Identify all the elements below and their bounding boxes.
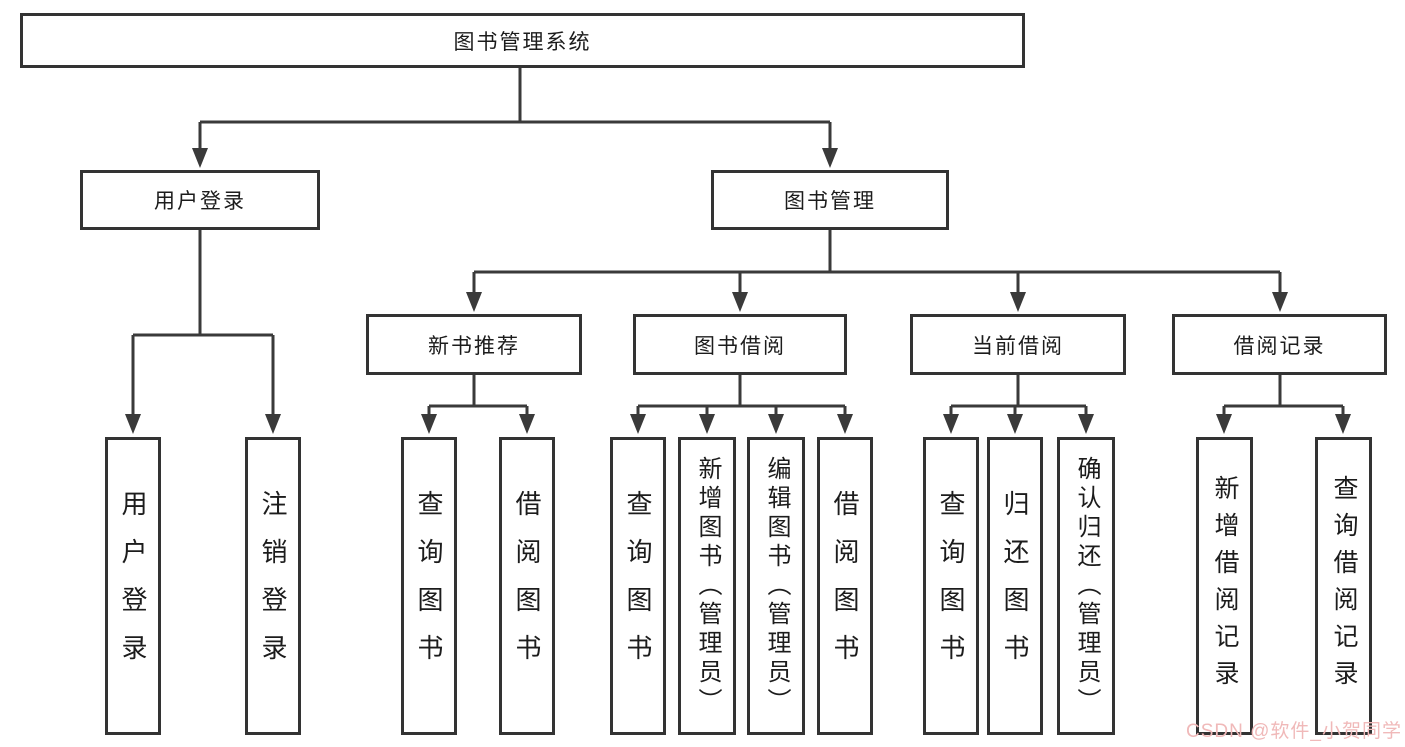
leaf-query-books-recommend: 查询图书 xyxy=(401,437,457,735)
leaf-borrow-books: 借阅图书 xyxy=(817,437,873,735)
arrowhead-icon xyxy=(943,414,959,434)
arrowhead-icon xyxy=(466,292,482,312)
leaf-borrow-books-recommend: 借阅图书 xyxy=(499,437,555,735)
leaf-add-books-admin: 新增图书（管理员） xyxy=(678,437,736,735)
arrowhead-icon xyxy=(768,414,784,434)
leaf-logout: 注销登录 xyxy=(245,437,301,735)
node-book-management: 图书管理 xyxy=(711,170,949,230)
leaf-query-borrow-record: 查询借阅记录 xyxy=(1315,437,1372,735)
leaf-query-books-current: 查询图书 xyxy=(923,437,979,735)
leaf-edit-books-admin: 编辑图书（管理员） xyxy=(747,437,805,735)
arrowhead-icon xyxy=(192,148,208,168)
arrowhead-icon xyxy=(732,292,748,312)
csdn-watermark: CSDN @软件_小贺同学 xyxy=(1186,721,1402,742)
arrowhead-icon xyxy=(1007,414,1023,434)
arrowhead-icon xyxy=(519,414,535,434)
arrowhead-icon xyxy=(1335,414,1351,434)
node-current-borrow: 当前借阅 xyxy=(910,314,1126,375)
node-borrow-records: 借阅记录 xyxy=(1172,314,1387,375)
leaf-query-books-borrow: 查询图书 xyxy=(610,437,666,735)
arrowhead-icon xyxy=(421,414,437,434)
node-new-book-recommend: 新书推荐 xyxy=(366,314,582,375)
arrowhead-icon xyxy=(125,414,141,434)
leaf-confirm-return-admin: 确认归还（管理员） xyxy=(1057,437,1115,735)
arrowhead-icon xyxy=(1216,414,1232,434)
node-root-library-system: 图书管理系统 xyxy=(20,13,1025,68)
leaf-user-login: 用户登录 xyxy=(105,437,161,735)
arrowhead-icon xyxy=(699,414,715,434)
arrowhead-icon xyxy=(1078,414,1094,434)
arrowhead-icon xyxy=(265,414,281,434)
arrowhead-icon xyxy=(1272,292,1288,312)
node-book-borrow: 图书借阅 xyxy=(633,314,847,375)
node-user-login: 用户登录 xyxy=(80,170,320,230)
leaf-add-borrow-record: 新增借阅记录 xyxy=(1196,437,1253,735)
arrowhead-icon xyxy=(822,148,838,168)
arrowhead-icon xyxy=(1010,292,1026,312)
leaf-return-books: 归还图书 xyxy=(987,437,1043,735)
arrowhead-icon xyxy=(630,414,646,434)
arrowhead-icon xyxy=(837,414,853,434)
